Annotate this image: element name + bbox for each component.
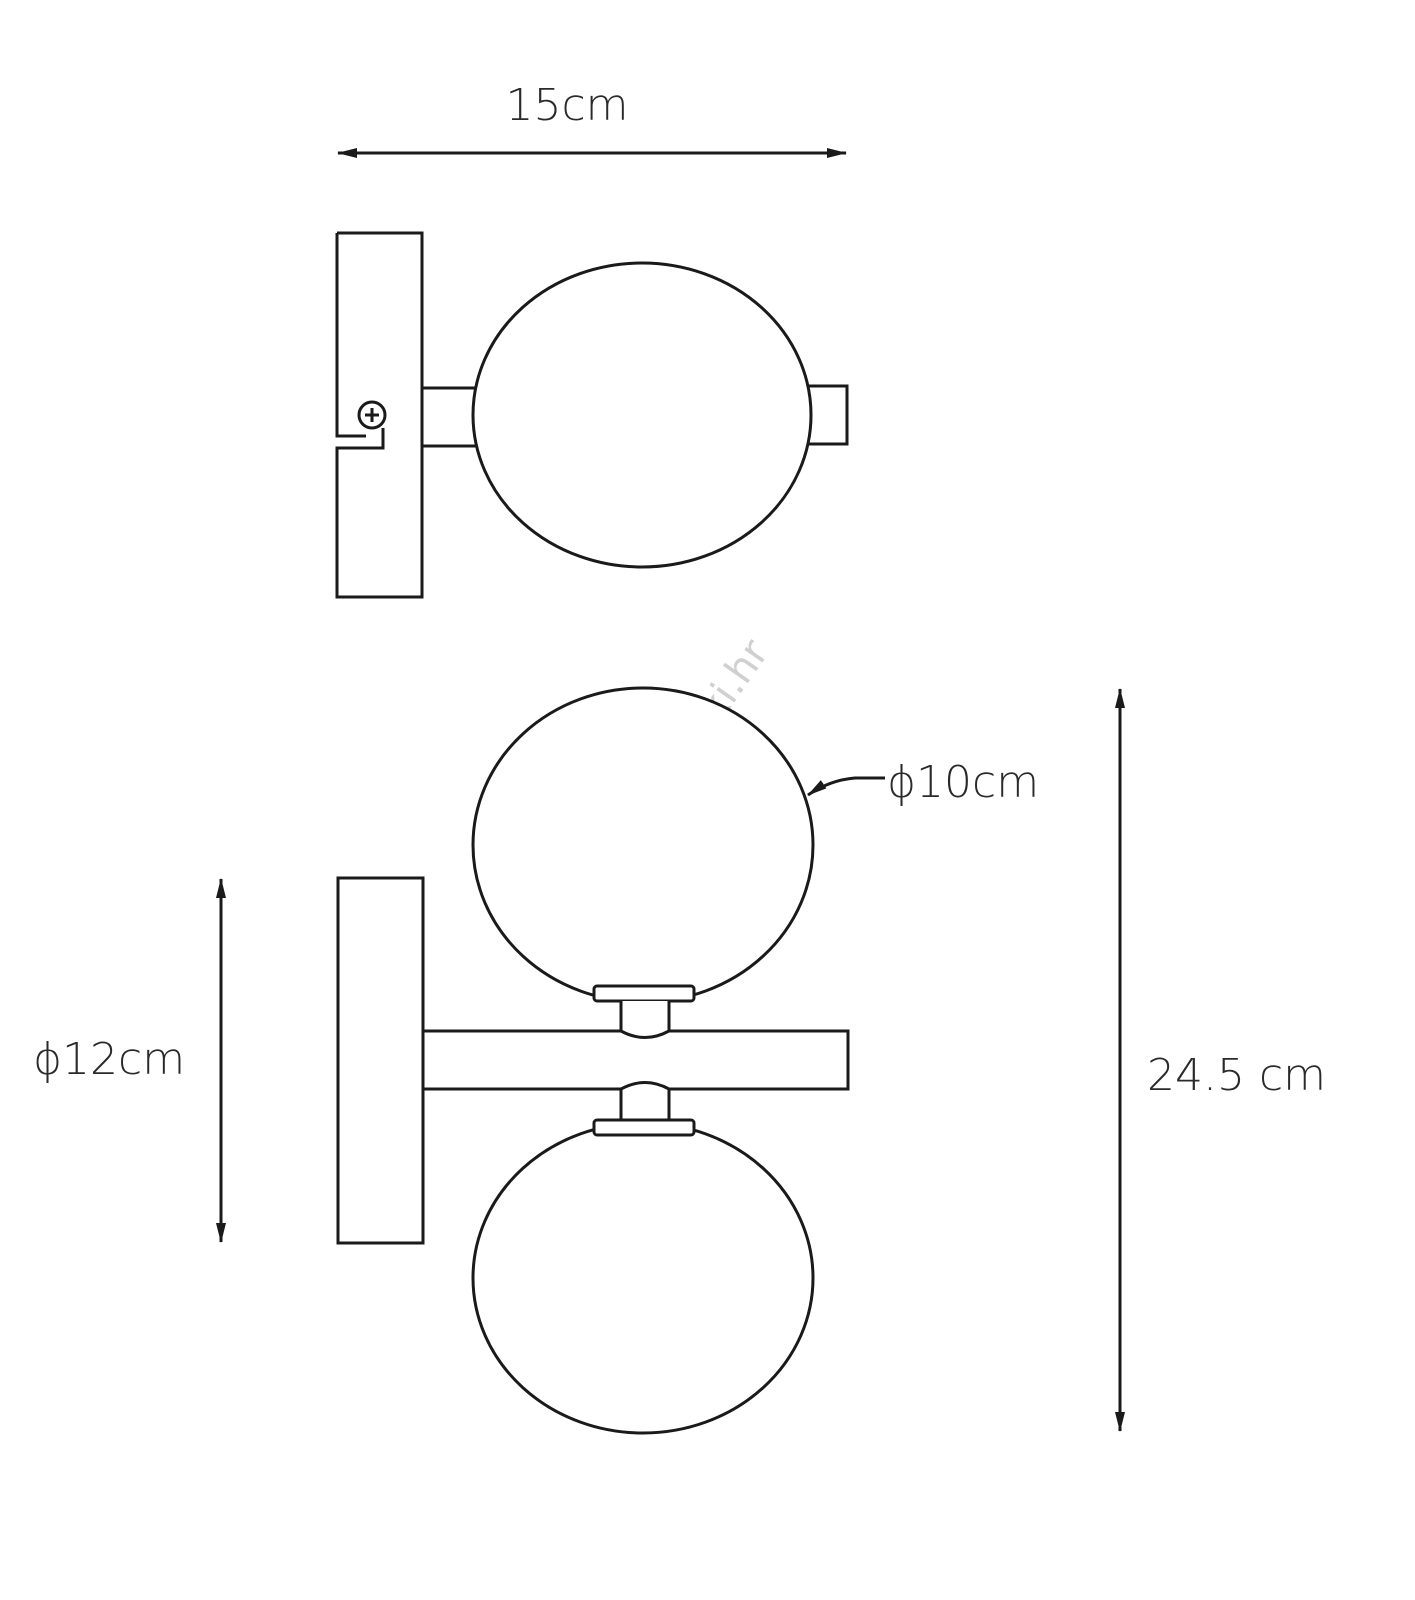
upper-globe <box>471 686 815 1004</box>
width-label: 15cm <box>505 80 628 131</box>
upper-globe-cap <box>592 984 696 1003</box>
screw-icon <box>357 400 387 430</box>
lower-neck <box>619 1081 671 1120</box>
backplate-diameter-label: ϕ12cm <box>33 1034 185 1085</box>
front-arm <box>421 1029 850 1091</box>
upper-neck <box>619 1001 671 1039</box>
front-view <box>336 686 850 1435</box>
side-backplate <box>335 231 424 599</box>
side-globe <box>471 261 813 569</box>
globe-leader-arrow <box>807 776 885 797</box>
lower-globe <box>471 1121 815 1435</box>
lower-globe-cap <box>592 1118 696 1137</box>
globe-diameter-label: ϕ10cm <box>887 757 1039 808</box>
side-view <box>335 231 849 599</box>
front-backplate <box>336 876 425 1245</box>
height-label: 24.5 cm <box>1147 1050 1326 1101</box>
